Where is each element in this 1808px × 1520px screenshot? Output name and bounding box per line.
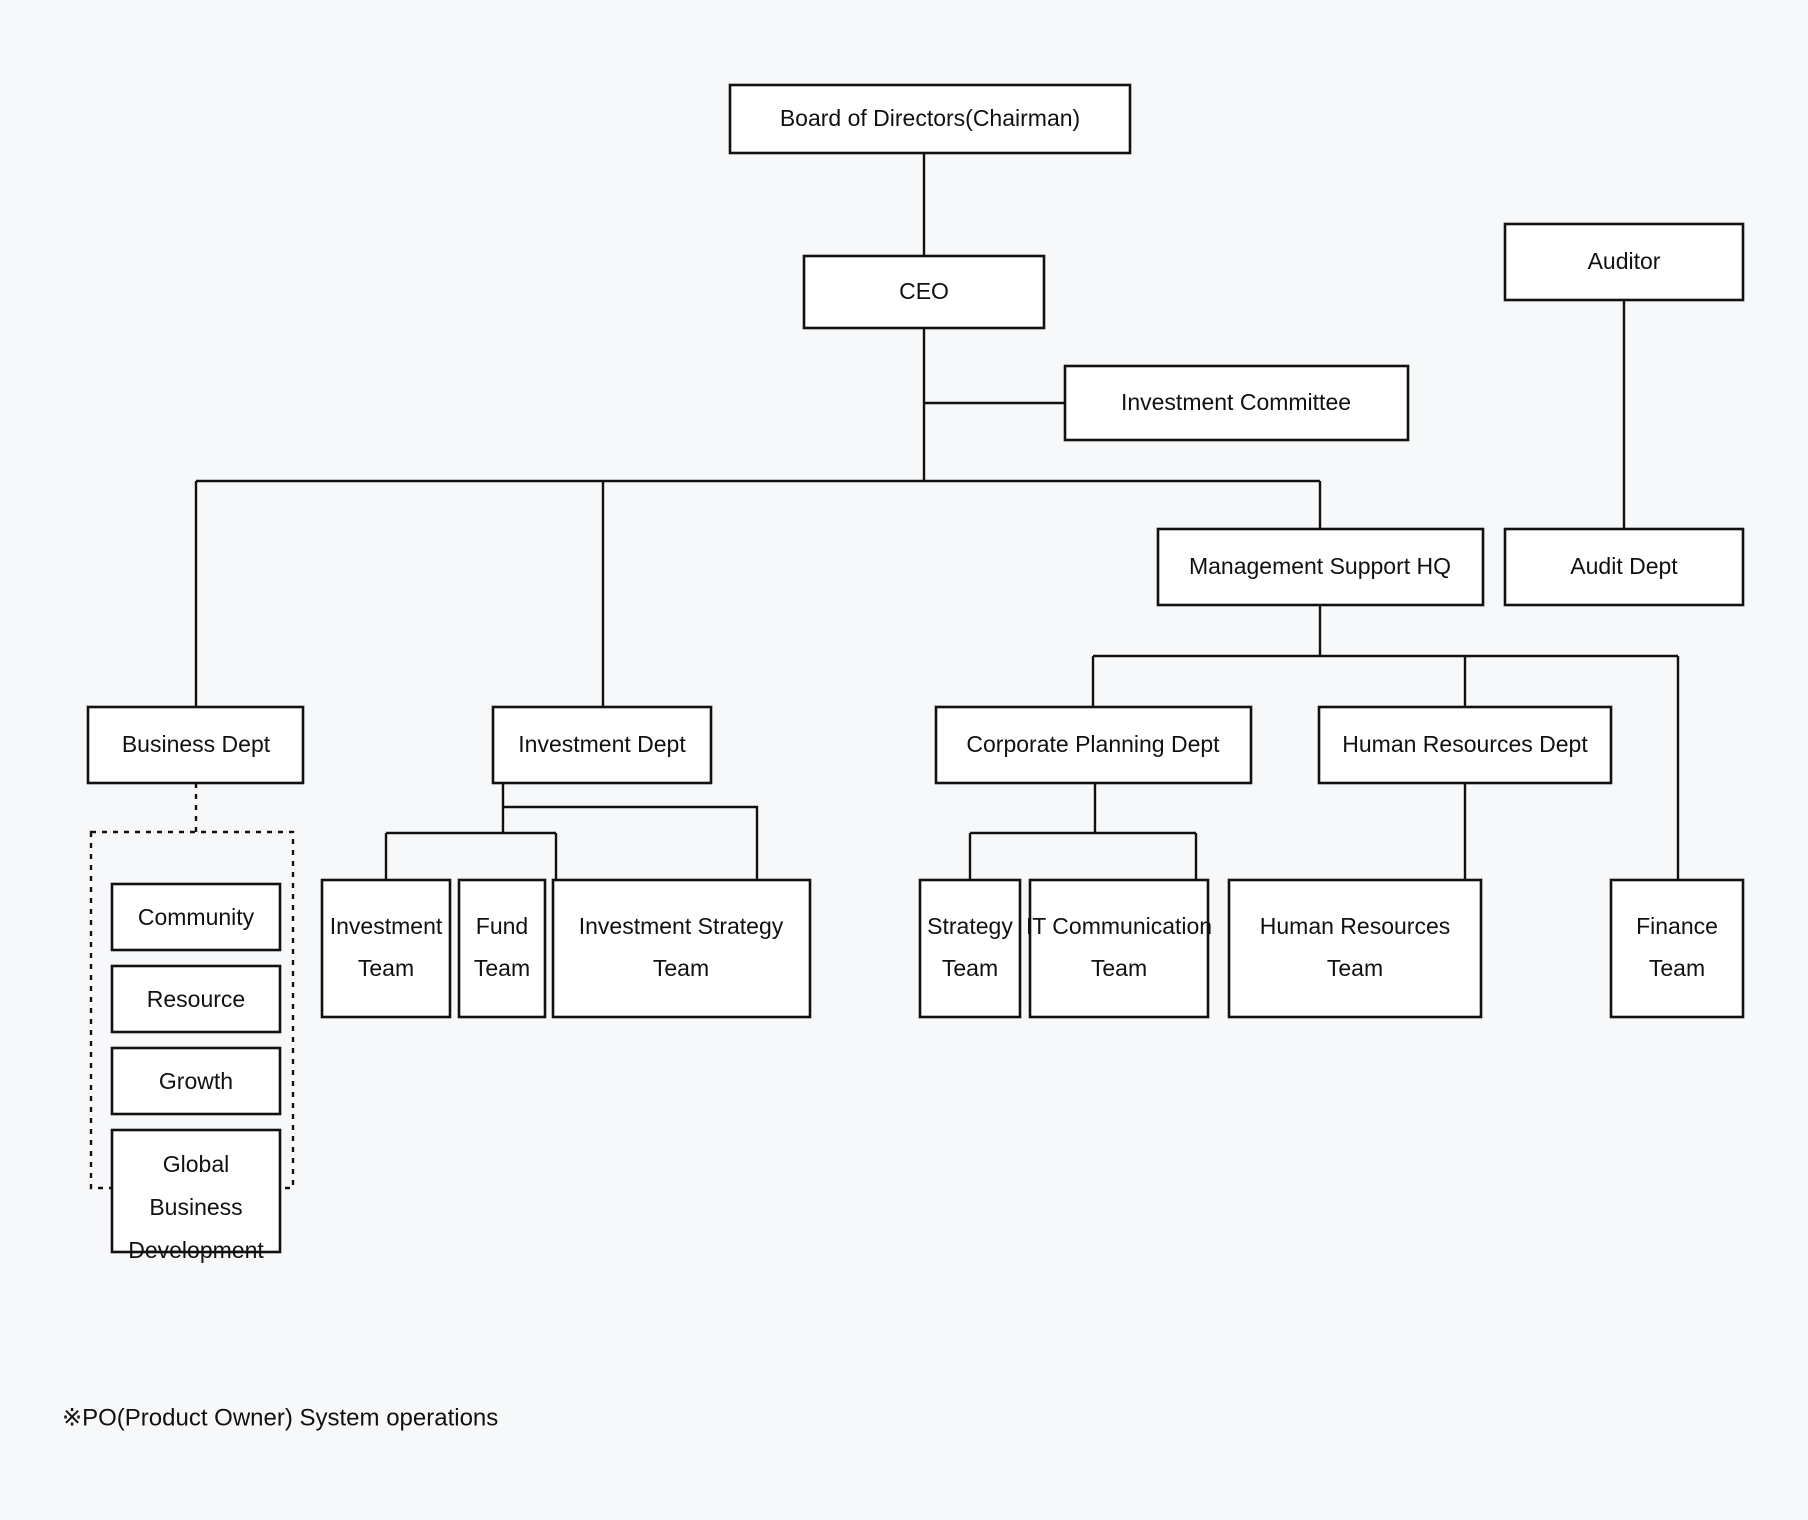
node-label-auditor: Auditor: [1588, 248, 1661, 274]
node-strategy-team[interactable]: Strategy Team: [918, 878, 1022, 1019]
node-label-global-business-development-line1: Global: [163, 1151, 229, 1177]
node-it-communication-team[interactable]: IT Communication Team: [1026, 878, 1212, 1019]
node-auditor[interactable]: Auditor: [1503, 222, 1745, 302]
node-community[interactable]: Community: [110, 882, 282, 952]
node-label-investment-team-line1: Investment: [330, 913, 443, 939]
node-label-growth: Growth: [159, 1068, 233, 1094]
node-label-global-business-development-line3: Development: [128, 1237, 264, 1263]
node-label-strategy-team-line2: Team: [942, 955, 998, 981]
node-label-human-resources-team-line1: Human Resources: [1260, 913, 1450, 939]
node-growth[interactable]: Growth: [110, 1046, 282, 1116]
node-label-investment-team-line2: Team: [358, 955, 414, 981]
connector-layer: [194, 153, 1680, 880]
node-ceo[interactable]: CEO: [802, 254, 1046, 330]
node-label-board-of-directors: Board of Directors(Chairman): [780, 105, 1080, 131]
node-label-audit-dept: Audit Dept: [1570, 553, 1678, 579]
node-global-business-development[interactable]: Global Business Development: [110, 1128, 282, 1263]
node-label-community: Community: [138, 904, 255, 930]
node-investment-team[interactable]: Investment Team: [320, 878, 452, 1019]
node-investment-dept[interactable]: Investment Dept: [491, 705, 713, 785]
node-label-finance-team-line1: Finance: [1636, 913, 1718, 939]
node-investment-committee[interactable]: Investment Committee: [1063, 364, 1410, 442]
node-label-it-communication-team-line2: Team: [1091, 955, 1147, 981]
node-label-investment-strategy-team-line2: Team: [653, 955, 709, 981]
node-label-global-business-development-line2: Business: [149, 1194, 242, 1220]
node-human-resources-dept[interactable]: Human Resources Dept: [1317, 705, 1613, 785]
edge-investment-dept-outer-bus: [503, 805, 759, 880]
node-fund-team[interactable]: Fund Team: [457, 878, 547, 1019]
node-label-human-resources-dept: Human Resources Dept: [1342, 731, 1588, 757]
node-label-investment-committee: Investment Committee: [1121, 389, 1351, 415]
node-board-of-directors[interactable]: Board of Directors(Chairman): [728, 83, 1132, 155]
footnote-po-system-operations: ※PO(Product Owner) System operations: [62, 1404, 498, 1431]
node-layer: Board of Directors(Chairman) CEO Investm…: [86, 83, 1745, 1263]
po-group-container: [89, 830, 295, 1190]
node-label-finance-team-line2: Team: [1649, 955, 1705, 981]
node-corporate-planning-dept[interactable]: Corporate Planning Dept: [934, 705, 1253, 785]
node-label-corporate-planning-dept: Corporate Planning Dept: [966, 731, 1220, 757]
node-label-investment-dept: Investment Dept: [518, 731, 686, 757]
node-label-ceo: CEO: [899, 278, 949, 304]
node-business-dept[interactable]: Business Dept: [86, 705, 305, 785]
node-human-resources-team[interactable]: Human Resources Team: [1227, 878, 1483, 1019]
node-label-investment-strategy-team-line1: Investment Strategy: [579, 913, 784, 939]
node-resource[interactable]: Resource: [110, 964, 282, 1034]
node-label-it-communication-team-line1: IT Communication: [1026, 913, 1212, 939]
node-label-resource: Resource: [147, 986, 245, 1012]
node-label-strategy-team-line1: Strategy: [927, 913, 1013, 939]
node-label-business-dept: Business Dept: [122, 731, 271, 757]
node-label-fund-team-line2: Team: [474, 955, 530, 981]
node-management-support-hq[interactable]: Management Support HQ: [1156, 527, 1485, 607]
node-label-management-support-hq: Management Support HQ: [1189, 553, 1451, 579]
node-audit-dept[interactable]: Audit Dept: [1503, 527, 1745, 607]
node-label-human-resources-team-line2: Team: [1327, 955, 1383, 981]
node-label-fund-team-line1: Fund: [476, 913, 528, 939]
node-finance-team[interactable]: Finance Team: [1609, 878, 1745, 1019]
node-investment-strategy-team[interactable]: Investment Strategy Team: [551, 878, 812, 1019]
